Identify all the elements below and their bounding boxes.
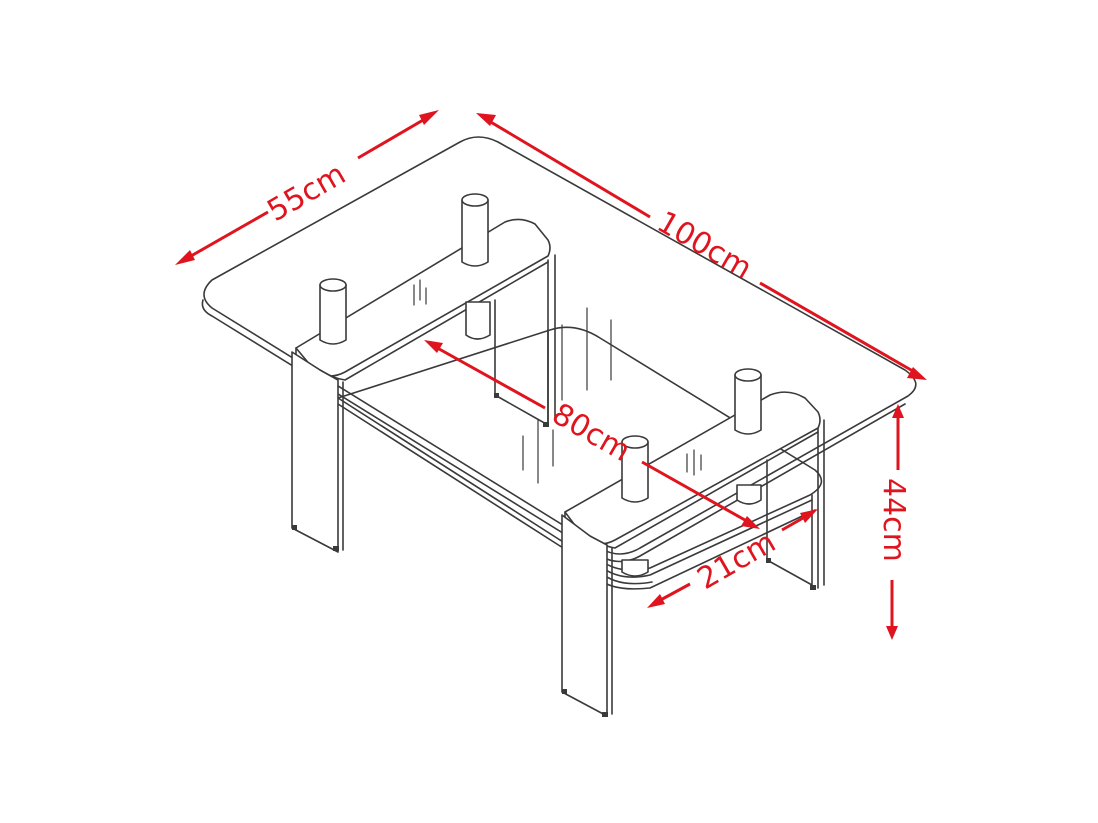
dimension-label-depth: 55cm — [262, 157, 352, 229]
dimension-label-height: 44cm — [876, 478, 911, 562]
back-legs — [494, 254, 825, 590]
dimension-label-length: 100cm — [651, 205, 758, 287]
dimension-label-inner-length: 80cm — [546, 397, 636, 469]
dimension-depth: 55cm — [175, 110, 439, 265]
cylinder-posts — [319, 193, 762, 577]
left-u-support — [291, 218, 551, 553]
glass-reflections — [413, 279, 702, 484]
dimension-height: 44cm — [876, 404, 911, 640]
